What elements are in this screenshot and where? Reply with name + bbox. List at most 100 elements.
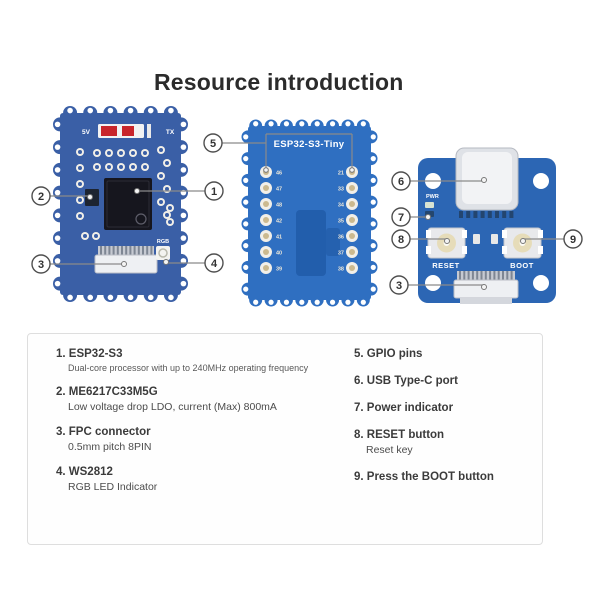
- legend-item-title: 3. FPC connector: [56, 426, 151, 438]
- svg-text:3: 3: [38, 259, 44, 271]
- passive-component: [491, 234, 498, 244]
- svg-text:2: 2: [38, 191, 44, 203]
- back-watermark-2: [326, 228, 340, 256]
- legend-item: 2. ME6217C33M5G Low voltage drop LDO, cu…: [56, 386, 346, 413]
- castellation-hole: [180, 212, 187, 219]
- pin-pad-center: [349, 233, 355, 239]
- castellation-hole: [54, 258, 61, 264]
- legend-box: 1. ESP32-S3 Dual-core processor with up …: [27, 333, 543, 545]
- legend-item: 4. WS2812 RGB LED Indicator: [56, 466, 346, 493]
- fpc-pin: [480, 271, 483, 280]
- usb-pin: [459, 211, 463, 218]
- castellation-hole: [147, 294, 154, 301]
- pin-number: 38: [338, 267, 344, 273]
- castellation-hole: [283, 299, 290, 305]
- castellation-hole: [268, 299, 274, 305]
- fpc-pin: [112, 246, 115, 255]
- pin-pad-center: [349, 217, 355, 223]
- castellation-hole: [370, 243, 376, 249]
- pin-number: 41: [276, 235, 282, 241]
- legend-item: 6. USB Type-C port: [354, 375, 534, 387]
- castellation-hole: [180, 144, 187, 150]
- castellation-hole: [243, 243, 249, 249]
- fpc-pin: [459, 271, 461, 280]
- esp32-chip-inner: [106, 180, 150, 228]
- castellation-hole: [370, 199, 376, 205]
- legend-item: 3. FPC connector 0.5mm pitch 8PIN: [56, 426, 346, 453]
- legend-item-desc: Low voltage drop LDO, current (Max) 800m…: [68, 401, 277, 413]
- castellation-hole: [345, 299, 351, 305]
- mounting-hole: [533, 173, 549, 189]
- castellation-hole: [329, 121, 336, 127]
- fpc-pin: [125, 246, 128, 255]
- pin-number: 46: [276, 171, 282, 177]
- usb-pin: [480, 211, 485, 218]
- pin-pad-center: [263, 201, 269, 207]
- callout-3-front: 3: [31, 254, 51, 274]
- pin-pad-center: [263, 265, 269, 271]
- reset-button[interactable]: [426, 227, 467, 259]
- svg-text:5: 5: [210, 138, 216, 150]
- usb-c-shell: [462, 152, 512, 204]
- front-top-pad: [147, 124, 151, 138]
- castellation-hole: [370, 264, 376, 270]
- castellation-hole: [54, 144, 61, 150]
- castellation-hole: [67, 107, 73, 114]
- svg-text:1: 1: [211, 186, 217, 198]
- front-red-component-1: [101, 126, 117, 136]
- castellation-hole: [253, 299, 259, 305]
- legend-item-title: 5. GPIO pins: [354, 348, 423, 360]
- legend-column-left: 1. ESP32-S3 Dual-core processor with up …: [56, 348, 346, 493]
- legend-item-title: 7. Power indicator: [354, 402, 454, 414]
- fpc-pin: [510, 271, 513, 280]
- legend-item-title: 2. ME6217C33M5G: [56, 386, 158, 398]
- usb-pin: [487, 211, 492, 218]
- pin-pad-center: [263, 217, 269, 223]
- castellation-hole: [243, 177, 249, 183]
- callout-3-adapter: 3: [389, 275, 409, 295]
- castellation-hole: [243, 286, 249, 292]
- svg-text:7: 7: [398, 212, 404, 224]
- pin-number: 42: [276, 219, 282, 225]
- svg-text:8: 8: [398, 234, 404, 246]
- castellation-hole: [268, 121, 274, 127]
- legend-item: 8. RESET button Reset key: [354, 429, 534, 456]
- castellation-hole: [345, 121, 351, 127]
- fpc-pin: [137, 246, 140, 255]
- pin-pad-center: [349, 265, 355, 271]
- castellation-hole: [370, 156, 376, 162]
- fpc-pin: [121, 246, 123, 255]
- fpc-pin: [484, 271, 487, 280]
- legend-item-desc: Reset key: [366, 444, 413, 456]
- legend-item: 7. Power indicator: [354, 402, 534, 414]
- pin-number: 48: [276, 203, 282, 209]
- fpc-pin: [489, 271, 492, 280]
- fpc-pin: [467, 271, 470, 280]
- castellation-hole: [54, 212, 61, 219]
- callout-5: 5: [203, 133, 223, 153]
- usb-pin: [473, 211, 478, 218]
- usb-pin: [495, 211, 499, 218]
- usb-pin: [466, 211, 471, 218]
- fpc-pin: [471, 271, 474, 280]
- fpc-pin: [502, 271, 504, 280]
- castellation-hole: [243, 264, 249, 270]
- pin-number: 21: [338, 171, 344, 177]
- pin-number: 34: [338, 203, 345, 209]
- legend-item: 1. ESP32-S3 Dual-core processor with up …: [56, 348, 346, 373]
- pin-pad-center: [263, 185, 269, 191]
- board-front: 5V TX RGB: [53, 106, 188, 302]
- back-silkscreen-label: ESP32-S3-Tiny: [274, 139, 345, 150]
- fpc-pin: [142, 246, 144, 255]
- castellation-hole: [370, 177, 376, 183]
- callout-9: 9: [563, 229, 583, 249]
- page-title: Resource introduction: [154, 69, 404, 96]
- board-adapter: PWR RESET BOOT: [418, 147, 556, 304]
- rgb-led: [156, 246, 170, 260]
- pin-pad-center: [263, 249, 269, 255]
- castellation-hole: [180, 235, 187, 241]
- castellation-hole: [370, 134, 376, 140]
- svg-text:3: 3: [396, 280, 402, 292]
- fpc-pin: [129, 246, 132, 255]
